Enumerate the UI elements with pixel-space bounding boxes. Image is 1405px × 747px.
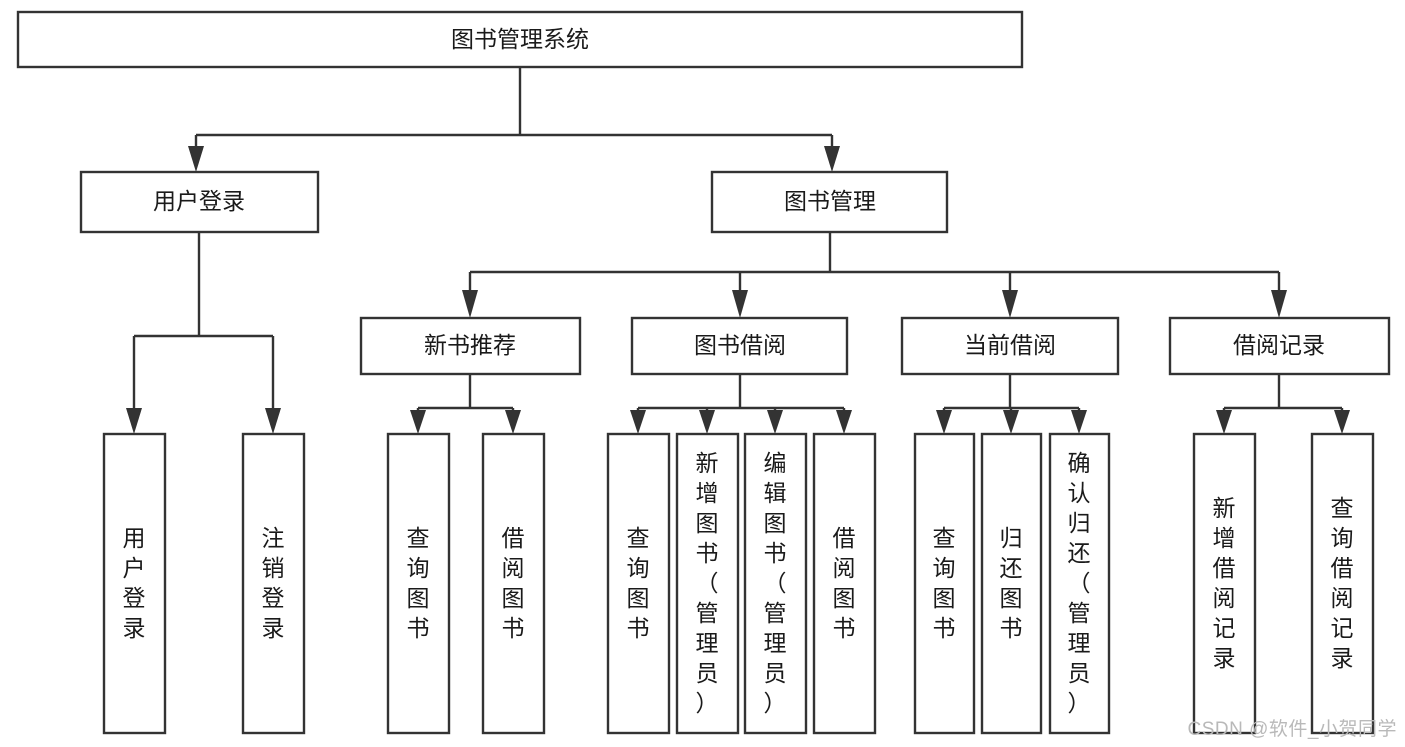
node-leaf-borrow-book-2-box[interactable] — [812, 432, 877, 735]
arrowhead-leaf-edit-book-admin — [767, 410, 783, 434]
arrowhead-current-borrow — [1002, 290, 1018, 318]
arrowhead-leaf-logout-login — [265, 408, 281, 434]
node-leaf-query-book-3-label: 查询图书 — [933, 525, 956, 641]
node-leaf-add-book-admin-label: 新增图书（管理员） — [696, 450, 719, 716]
arrowhead-leaf-add-borrow-record — [1216, 410, 1232, 434]
arrowhead-leaf-query-book-2 — [630, 410, 646, 434]
node-leaf-user-login[interactable]: 用户登录 — [102, 432, 167, 735]
node-leaf-query-book-2[interactable]: 查询图书 — [606, 432, 671, 735]
node-leaf-confirm-return-admin-label: 确认归还（管理员） — [1068, 450, 1091, 716]
node-leaf-query-book-1[interactable]: 查询图书 — [386, 432, 451, 735]
node-book-manage-label: 图书管理 — [784, 188, 876, 214]
node-leaf-add-book-admin-box[interactable] — [675, 432, 740, 735]
arrowhead-leaf-query-book-1 — [410, 410, 426, 434]
node-leaf-edit-book-admin-label: 编辑图书（管理员） — [764, 450, 787, 716]
node-book-manage[interactable]: 图书管理 — [710, 170, 949, 234]
node-leaf-query-book-3-box[interactable] — [913, 432, 976, 735]
arrowhead-leaf-query-book-3 — [936, 410, 952, 434]
node-leaf-logout-login-box[interactable] — [241, 432, 306, 735]
arrowhead-leaf-query-borrow-record — [1334, 410, 1350, 434]
node-user-login[interactable]: 用户登录 — [79, 170, 320, 234]
node-leaf-user-login-box[interactable] — [102, 432, 167, 735]
node-leaf-query-book-2-label: 查询图书 — [627, 525, 650, 641]
node-book-borrow-label: 图书借阅 — [694, 332, 786, 358]
node-current-borrow[interactable]: 当前借阅 — [900, 316, 1120, 376]
arrowhead-leaf-user-login — [126, 408, 142, 434]
arrowhead-leaf-return-book — [1003, 410, 1019, 434]
node-leaf-return-book[interactable]: 归还图书 — [980, 432, 1043, 735]
node-new-book-recommend-box[interactable] — [359, 316, 582, 376]
arrowhead-borrow-record — [1271, 290, 1287, 318]
node-leaf-add-borrow-record[interactable]: 新增借阅记录 — [1192, 432, 1257, 735]
node-leaf-query-book-1-label: 查询图书 — [407, 525, 430, 641]
node-borrow-record[interactable]: 借阅记录 — [1168, 316, 1391, 376]
connector-layer — [126, 67, 1350, 434]
node-leaf-confirm-return-admin-box[interactable] — [1048, 432, 1111, 735]
node-current-borrow-box[interactable] — [900, 316, 1120, 376]
arrowhead-book-borrow — [732, 290, 748, 318]
node-current-borrow-label: 当前借阅 — [964, 332, 1056, 358]
arrowhead-to-user-login — [188, 146, 204, 172]
node-root[interactable]: 图书管理系统 — [16, 10, 1024, 69]
node-leaf-edit-book-admin[interactable]: 编辑图书（管理员） — [743, 432, 808, 735]
node-user-login-label: 用户登录 — [153, 188, 245, 214]
node-leaf-return-book-box[interactable] — [980, 432, 1043, 735]
node-leaf-query-borrow-record[interactable]: 查询借阅记录 — [1310, 432, 1375, 735]
node-user-login-box[interactable] — [79, 170, 320, 234]
arrowhead-new-book-recommend — [462, 290, 478, 318]
arrowhead-to-book-manage — [824, 146, 840, 172]
node-borrow-record-box[interactable] — [1168, 316, 1391, 376]
node-leaf-add-book-admin[interactable]: 新增图书（管理员） — [675, 432, 740, 735]
arrowhead-leaf-borrow-book-2 — [836, 410, 852, 434]
node-leaf-query-borrow-record-label: 查询借阅记录 — [1331, 495, 1354, 671]
node-leaf-edit-book-admin-box[interactable] — [743, 432, 808, 735]
node-book-borrow-box[interactable] — [630, 316, 849, 376]
node-leaf-borrow-book-1[interactable]: 借阅图书 — [481, 432, 546, 735]
arrowhead-leaf-add-book-admin — [699, 410, 715, 434]
node-new-book-recommend-label: 新书推荐 — [424, 332, 516, 358]
node-borrow-record-label: 借阅记录 — [1233, 332, 1325, 358]
node-new-book-recommend[interactable]: 新书推荐 — [359, 316, 582, 376]
node-leaf-logout-login[interactable]: 注销登录 — [241, 432, 306, 735]
node-leaf-return-book-label: 归还图书 — [1000, 525, 1023, 641]
node-leaf-confirm-return-admin[interactable]: 确认归还（管理员） — [1048, 432, 1111, 735]
node-leaf-add-borrow-record-label: 新增借阅记录 — [1213, 495, 1236, 671]
node-leaf-borrow-book-2[interactable]: 借阅图书 — [812, 432, 877, 735]
node-leaf-borrow-book-1-label: 借阅图书 — [502, 525, 525, 641]
node-root-box[interactable] — [16, 10, 1024, 69]
node-book-manage-box[interactable] — [710, 170, 949, 234]
arrowhead-leaf-confirm-return-admin — [1071, 410, 1087, 434]
node-book-borrow[interactable]: 图书借阅 — [630, 316, 849, 376]
node-leaf-add-borrow-record-box[interactable] — [1192, 432, 1257, 735]
node-leaf-query-book-3[interactable]: 查询图书 — [913, 432, 976, 735]
arrowhead-leaf-borrow-book-1 — [505, 410, 521, 434]
csdn-watermark: CSDN @软件_小贺同学 — [1187, 719, 1397, 740]
node-root-label: 图书管理系统 — [451, 26, 589, 52]
node-leaf-borrow-book-2-label: 借阅图书 — [833, 525, 856, 641]
node-leaf-query-book-1-box[interactable] — [386, 432, 451, 735]
node-leaf-borrow-book-1-box[interactable] — [481, 432, 546, 735]
node-leaf-logout-login-label: 注销登录 — [262, 525, 285, 641]
node-leaf-query-borrow-record-box[interactable] — [1310, 432, 1375, 735]
node-leaf-query-book-2-box[interactable] — [606, 432, 671, 735]
node-leaf-user-login-label: 用户登录 — [123, 525, 146, 641]
